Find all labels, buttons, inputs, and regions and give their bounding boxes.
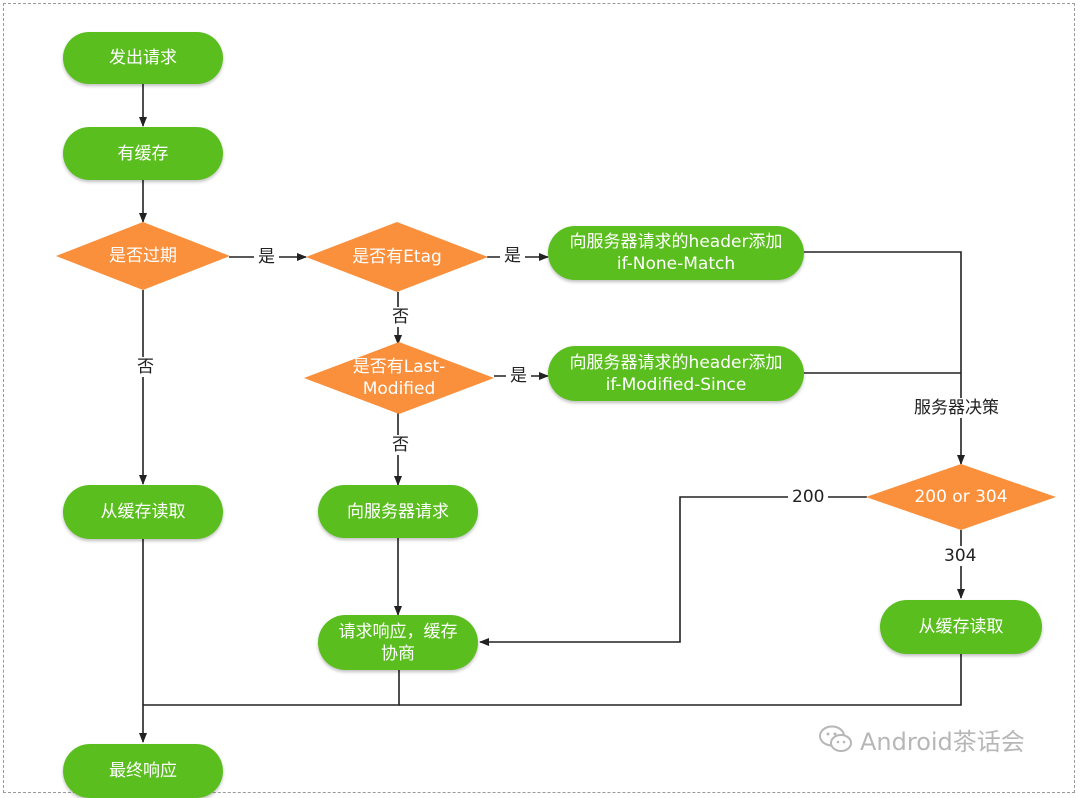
label-lm-yes: 是 (506, 366, 531, 386)
edge-decision-200 (479, 496, 867, 646)
node-response-cache-line2: 协商 (381, 643, 415, 664)
decision-lm-line1: 是否有Last- (352, 357, 446, 377)
label-lm-no: 否 (388, 435, 413, 455)
node-has-cache-label: 有缓存 (117, 143, 169, 164)
node-send-request: 发出请求 (63, 32, 223, 84)
node-has-cache: 有缓存 (63, 127, 223, 180)
edge-response-merge (143, 670, 400, 706)
edge-read-right-merge (399, 654, 962, 706)
node-read-cache-left: 从缓存读取 (63, 485, 223, 539)
decision-expired-label: 是否过期 (109, 246, 177, 266)
node-etag-header-line1: 向服务器请求的header添加 (569, 232, 783, 252)
node-etag-header: 向服务器请求的header添加 if-None-Match (548, 226, 804, 280)
node-read-cache-right-label: 从缓存读取 (918, 617, 1004, 637)
edge-etag-to-decision (804, 251, 965, 465)
node-modified-header: 向服务器请求的header添加 if-Modified-Since (548, 346, 804, 401)
node-modified-header-line2: if-Modified-Since (605, 374, 747, 395)
node-etag-header-line2: if-None-Match (616, 254, 736, 274)
label-expired-yes: 是 (254, 247, 279, 267)
node-response-cache: 请求响应，缓存 协商 (318, 615, 478, 670)
label-expired-no: 否 (133, 357, 158, 377)
watermark: Android茶话会 (818, 722, 1025, 756)
decision-lm-line2: Modified (362, 379, 436, 399)
label-server-decision: 服务器决策 (910, 398, 1003, 418)
label-etag-yes: 是 (500, 246, 525, 266)
node-final-response-label: 最终响应 (109, 761, 177, 781)
node-request-server-label: 向服务器请求 (347, 501, 449, 522)
node-modified-header-line1: 向服务器请求的header添加 (569, 352, 783, 373)
node-request-server: 向服务器请求 (318, 485, 478, 538)
watermark-text: Android茶话会 (860, 727, 1025, 756)
label-status-304: 304 (940, 546, 981, 566)
node-read-cache-left-label: 从缓存读取 (100, 502, 186, 522)
label-etag-no: 否 (388, 307, 413, 327)
node-send-request-label: 发出请求 (109, 48, 177, 68)
decision-200-or-304-label: 200 or 304 (914, 487, 1008, 507)
node-read-cache-right: 从缓存读取 (880, 600, 1042, 654)
decision-has-etag-label: 是否有Etag (352, 247, 442, 267)
label-status-200: 200 (788, 487, 829, 507)
wechat-icon (819, 725, 852, 752)
node-final-response: 最终响应 (63, 744, 223, 798)
node-response-cache-line1: 请求响应，缓存 (338, 621, 458, 642)
